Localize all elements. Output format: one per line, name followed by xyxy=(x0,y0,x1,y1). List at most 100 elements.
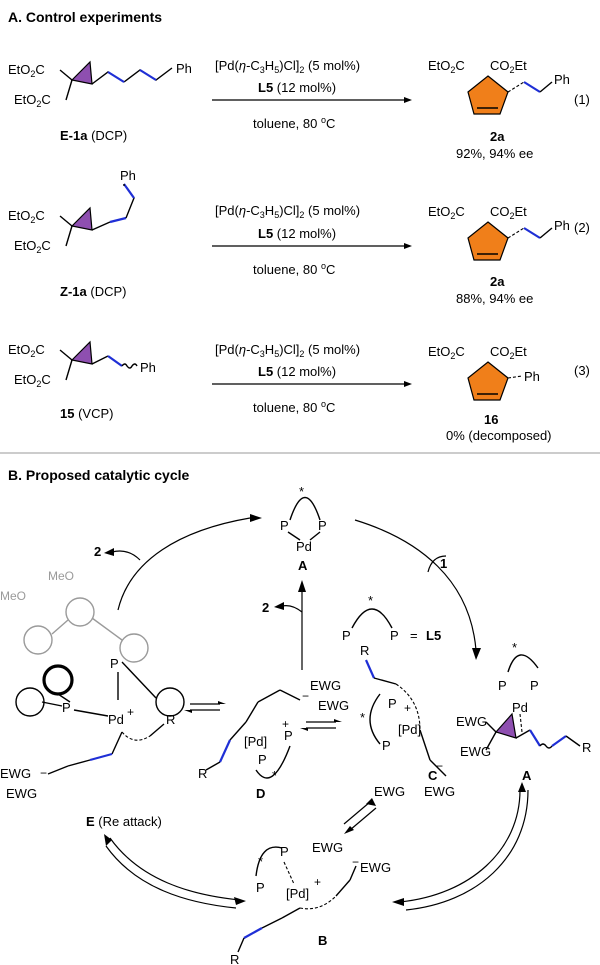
svg-text:−: − xyxy=(352,855,359,869)
svg-text:EWG: EWG xyxy=(374,784,405,799)
svg-text:*: * xyxy=(299,484,304,499)
svg-text:B: B xyxy=(318,933,327,948)
product-2a-second: EtO2C CO2Et Ph 2a 88%, 94% ee (2) xyxy=(428,204,590,306)
svg-text:P: P xyxy=(280,844,289,859)
cycle-arc-lower-right xyxy=(399,789,521,903)
svg-text:P: P xyxy=(530,678,539,693)
svg-text:P: P xyxy=(382,738,391,753)
svg-text:15 (VCP): 15 (VCP) xyxy=(60,406,113,421)
svg-text:*: * xyxy=(368,593,373,608)
svg-text:EtO2C: EtO2C xyxy=(14,372,51,389)
species-e: MeO MeO P P Pd + R EWG EWG − E (Re attac… xyxy=(0,569,185,829)
svg-text:Ph: Ph xyxy=(524,369,540,384)
product-2a: EtO2C CO2Et Ph 2a 92%, 94% ee (1) xyxy=(428,58,590,161)
species-a-top: * P P Pd A xyxy=(280,484,327,573)
svg-text:2: 2 xyxy=(262,600,269,615)
svg-text:*: * xyxy=(512,640,517,655)
svg-text:P: P xyxy=(498,678,507,693)
yield-label: 92%, 94% ee xyxy=(456,146,533,161)
svg-text:R: R xyxy=(360,643,369,658)
reaction-arrow-3: [Pd(η-C3H5)Cl]2 (5 mol%) L5 (12 mol%) to… xyxy=(212,342,412,415)
svg-text:P: P xyxy=(284,728,293,743)
svg-text:A: A xyxy=(298,558,308,573)
svg-text:P: P xyxy=(110,656,119,671)
svg-text:L5 (12 mol%): L5 (12 mol%) xyxy=(258,226,336,241)
product-label: 2a xyxy=(490,129,505,144)
svg-text:0% (decomposed): 0% (decomposed) xyxy=(446,428,552,443)
svg-text:CO2Et: CO2Et xyxy=(490,58,527,75)
catalyst-label: [Pd(η-C3H5)Cl]2 (5 mol%) xyxy=(215,58,360,75)
svg-text:(3): (3) xyxy=(574,363,590,378)
svg-text:EWG: EWG xyxy=(318,698,349,713)
svg-text:*: * xyxy=(360,710,365,725)
svg-text:EtO2C: EtO2C xyxy=(428,204,465,221)
svg-text:Z-1a (DCP): Z-1a (DCP) xyxy=(60,284,126,299)
svg-text:R: R xyxy=(166,712,175,727)
svg-text:+: + xyxy=(282,717,289,731)
svg-text:P: P xyxy=(62,700,71,715)
svg-text:P: P xyxy=(280,518,289,533)
svg-text:R: R xyxy=(230,952,239,965)
svg-text:Ph: Ph xyxy=(140,360,156,375)
ester-label: EtO2C xyxy=(14,92,51,109)
svg-text:[Pd]: [Pd] xyxy=(398,722,421,737)
svg-text:EWG: EWG xyxy=(6,786,37,801)
svg-text:P: P xyxy=(390,628,399,643)
svg-text:EWG: EWG xyxy=(0,766,31,781)
solvent-label: toluene, 80 oC xyxy=(253,115,335,131)
svg-text:EWG: EWG xyxy=(310,678,341,693)
species-c: R * P P [Pd] + − EWG EWG C xyxy=(360,643,455,799)
species-b: * P P [Pd] + − EWG EWG R B xyxy=(230,840,391,965)
svg-text:EtO2C: EtO2C xyxy=(8,342,45,359)
svg-text:*: * xyxy=(272,768,277,783)
species-a-right: * P P Pd EWG EWG R A xyxy=(456,640,591,783)
cyclopentene-ring xyxy=(467,361,509,401)
cyclopropane-ring xyxy=(70,60,93,85)
svg-text:Pd: Pd xyxy=(512,700,528,715)
svg-text:A: A xyxy=(522,768,532,783)
svg-text:R: R xyxy=(582,740,591,755)
svg-text:EWG: EWG xyxy=(460,744,491,759)
ligand-legend: * P P = L5 xyxy=(342,593,441,643)
svg-text:88%, 94% ee: 88%, 94% ee xyxy=(456,291,533,306)
product-16: EtO2C CO2Et Ph 16 0% (decomposed) (3) xyxy=(428,344,590,443)
svg-text:Ph: Ph xyxy=(554,72,570,87)
phenyl-label: Ph xyxy=(176,61,192,76)
cycle-arc-lower-left xyxy=(109,837,241,901)
equilibrium-c-b xyxy=(343,798,377,834)
svg-text:P: P xyxy=(256,880,265,895)
reaction-1: EtO2C EtO2C Ph E-1a (DCP) [Pd(η-C3H5)Cl]… xyxy=(8,58,590,161)
svg-text:CO2Et: CO2Et xyxy=(490,344,527,361)
cyclopropane-ring xyxy=(494,712,517,739)
species-d: EWG EWG − R [Pd] + P P * D xyxy=(198,678,349,801)
svg-text:(2): (2) xyxy=(574,220,590,235)
svg-text:[Pd]: [Pd] xyxy=(286,886,309,901)
svg-text:EtO2C: EtO2C xyxy=(14,238,51,255)
svg-text:D: D xyxy=(256,786,265,801)
ester-label: EtO2C xyxy=(8,62,45,79)
svg-text:toluene, 80 oC: toluene, 80 oC xyxy=(253,261,335,277)
svg-text:[Pd]: [Pd] xyxy=(244,734,267,749)
svg-text:MeO: MeO xyxy=(0,589,26,603)
svg-text:[Pd(η-C3H5)Cl]2 (5 mol%): [Pd(η-C3H5)Cl]2 (5 mol%) xyxy=(215,342,360,359)
svg-text:MeO: MeO xyxy=(48,569,74,583)
svg-text:E (Re attack): E (Re attack) xyxy=(86,814,162,829)
svg-text:=: = xyxy=(410,628,418,643)
svg-text:+: + xyxy=(314,875,321,889)
svg-text:16: 16 xyxy=(484,412,498,427)
svg-text:EWG: EWG xyxy=(360,860,391,875)
substrate-e1a: EtO2C EtO2C Ph E-1a (DCP) xyxy=(8,60,192,143)
cyclopentene-ring xyxy=(467,221,509,261)
svg-text:EtO2C: EtO2C xyxy=(428,344,465,361)
svg-text:P: P xyxy=(318,518,327,533)
equilibrium-d-c xyxy=(300,719,342,731)
svg-text:CO2Et: CO2Et xyxy=(490,204,527,221)
svg-text:2: 2 xyxy=(94,544,101,559)
svg-text:P: P xyxy=(388,696,397,711)
reaction-arrow-2: [Pd(η-C3H5)Cl]2 (5 mol%) L5 (12 mol%) to… xyxy=(212,203,412,277)
svg-text:1: 1 xyxy=(440,556,447,571)
svg-text:EWG: EWG xyxy=(456,714,487,729)
reaction-2: EtO2C EtO2C Ph Z-1a (DCP) [Pd(η-C3H5)Cl]… xyxy=(8,168,590,306)
svg-text:L5 (12 mol%): L5 (12 mol%) xyxy=(258,364,336,379)
